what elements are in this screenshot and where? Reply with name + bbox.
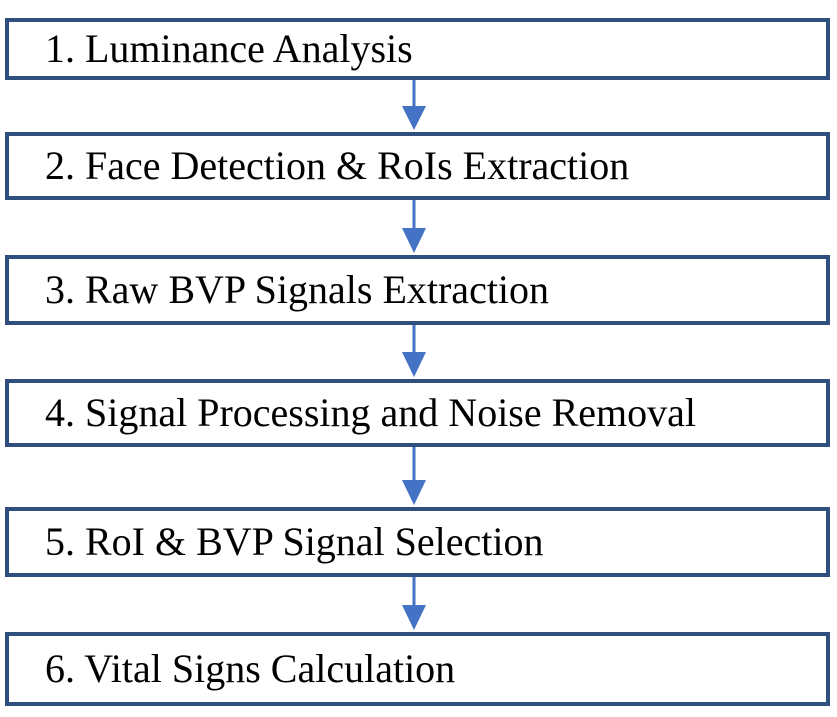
- step-label-3: 3. Raw BVP Signals Extraction: [45, 267, 550, 312]
- step-label-4: 4. Signal Processing and Noise Removal: [45, 390, 697, 435]
- arrow-1-2-head: [402, 106, 426, 130]
- step-label-6: 6. Vital Signs Calculation: [45, 646, 456, 691]
- step-box-4: 4. Signal Processing and Noise Removal: [5, 379, 830, 447]
- step-box-1: 1. Luminance Analysis: [5, 18, 830, 80]
- arrow-4-5-head: [402, 480, 426, 505]
- step-label-2: 2. Face Detection & RoIs Extraction: [45, 143, 630, 188]
- arrow-5-6-head: [402, 605, 426, 630]
- step-label-5: 5. RoI & BVP Signal Selection: [45, 519, 544, 564]
- arrow-3-4-head: [402, 352, 426, 377]
- step-box-3: 3. Raw BVP Signals Extraction: [5, 255, 830, 325]
- arrow-2-3-head: [402, 228, 426, 253]
- step-box-2: 2. Face Detection & RoIs Extraction: [5, 132, 830, 200]
- step-box-5: 5. RoI & BVP Signal Selection: [5, 507, 830, 577]
- step-label-1: 1. Luminance Analysis: [45, 26, 413, 71]
- step-box-6: 6. Vital Signs Calculation: [5, 632, 830, 706]
